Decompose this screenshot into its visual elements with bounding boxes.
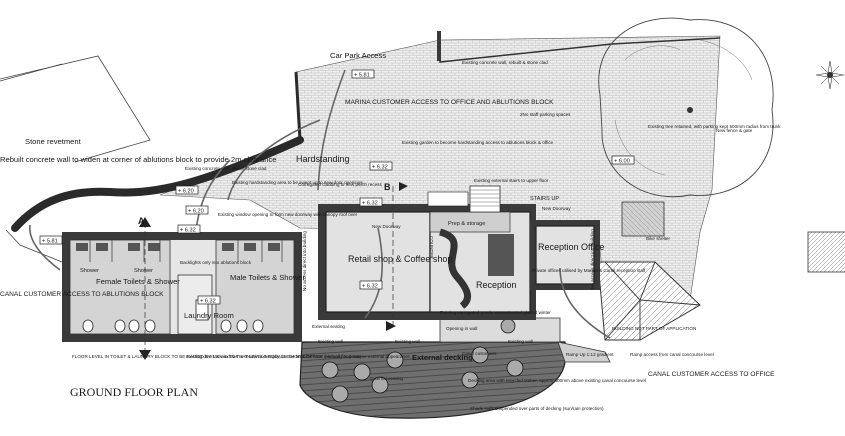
new-doorway-label: New Doorway: [542, 206, 571, 211]
ramp-access-label: Ramp access from canal concourse level: [630, 352, 714, 357]
stone-revetment-label: Stone revetment: [25, 137, 82, 146]
existing-doors-note: Existing doors & windows to remain exter…: [186, 354, 410, 359]
adjacent-building: [807, 231, 845, 273]
section-b-top: B: [384, 182, 391, 192]
external-decking: [299, 341, 566, 419]
existing-wall-label: Existing wall: [508, 339, 533, 344]
left-wall-note: Existing concrete wall, rebuilt stone cl…: [185, 166, 267, 171]
room-label-shower: Shower: [80, 268, 99, 274]
room-label-reception: Reception: [476, 280, 517, 290]
tree-note: Existing tree retained, with parking kep…: [648, 124, 781, 129]
hardstanding-label: Hardstanding: [296, 154, 350, 164]
parking-note: 2No staff parking spaces: [520, 112, 571, 117]
tree-outline: [598, 17, 774, 198]
level-text: + 6.32: [200, 299, 216, 305]
counter-label: COUNTER: [429, 236, 434, 259]
external-stairs: [469, 185, 501, 213]
building-not-part-label: BUILDING NOT PART OF APPLICATION: [612, 326, 696, 331]
corrugated-porch-note: Existing corrugated porch, reconstructed…: [440, 310, 551, 315]
external-decking-label: External decking: [412, 353, 473, 362]
level-text: + 6.32: [362, 201, 378, 207]
level-text: + 6.32: [180, 228, 196, 234]
room-label-reception-office: Reception Office: [538, 242, 604, 252]
plan-title: GROUND FLOOR PLAN: [70, 385, 198, 399]
level-text: + 6.32: [372, 165, 388, 171]
top-wall-note: Existing concrete wall, rebuilt & stone …: [462, 60, 548, 65]
no-access-left: No access direct into building: [302, 231, 307, 291]
no-access-right: No access direct into building: [590, 229, 595, 289]
room-label-shower: Shower: [134, 268, 153, 274]
decking-tables: [321, 318, 524, 403]
new-doorway-label: New Doorway: [372, 224, 401, 229]
floor-level-note: FLOOR LEVEL IN TOILET & LAUNDRY BLOCK TO…: [72, 354, 362, 359]
external-seating-label: External seating: [312, 324, 345, 329]
corrugated-note: Corrugated cladding to new porch recess: [298, 182, 382, 187]
canal-access-ablutions-label: CANAL CUSTOMER ACCESS TO ABLUTIONS BLOCK: [0, 291, 164, 298]
stairs-up-label: STAIRS UP: [530, 196, 559, 202]
level-text: + 6.20: [178, 189, 194, 195]
hardstanding-note: Existing hardstanding area to be swept u…: [232, 180, 363, 185]
room-label-laundry: Laundry Room: [184, 311, 234, 320]
level-text: + 6.20: [188, 209, 204, 215]
external-seating-label: External seating: [370, 376, 403, 381]
room-label-retail: Retail shop & Coffee shop: [348, 254, 452, 264]
roof-plan: [597, 261, 701, 341]
private-offices-note: Private offices utilised by Marina & Can…: [532, 268, 646, 273]
marina-access-label: MARINA CUSTOMER ACCESS TO OFFICE AND ABL…: [345, 99, 554, 106]
rebuilt-wall-label: Rebuilt concrete wall to widen at corner…: [0, 155, 276, 164]
level-text: + 6.00: [614, 159, 630, 165]
existing-wall-label: Existing wall: [318, 339, 343, 344]
room-label-male: Male Toilets & Shower: [230, 273, 305, 282]
canal-access-office-label: CANAL CUSTOMER ACCESS TO OFFICE: [648, 371, 775, 378]
ablutions-block: [62, 232, 302, 342]
canal-customers-label: Canal customers: [462, 351, 497, 356]
opening-wall-note: Opening in wall: [446, 326, 477, 331]
bike-shelter: [621, 201, 665, 237]
level-text: + 6.32: [362, 284, 378, 290]
existing-wall-label: Existing wall: [395, 339, 420, 344]
main-building: [318, 185, 600, 320]
bike-shelter-label: Bike shelter: [646, 236, 670, 241]
shade-sails-note: Shade sails suspended over parts of deck…: [470, 406, 604, 411]
north-arrow-icon: [815, 60, 845, 90]
external-stairs-note: Existing external stairs to upper floor: [474, 178, 549, 183]
room-label-prep: Prep & storage: [448, 221, 485, 227]
garden-note: Existing garden to become hardstanding a…: [402, 140, 554, 145]
access-arrows: [29, 69, 611, 339]
ramp-up-label: Ramp Up 1:12 gradient: [566, 352, 614, 357]
level-text: + 5.81: [42, 239, 58, 245]
car-park-label: Car Park Access: [330, 51, 386, 60]
backlights-note: Backlights only into ablutions block: [180, 260, 252, 265]
section-lines: [144, 186, 394, 355]
level-text: + 5.81: [354, 73, 370, 79]
fence-gate-note: New fence & gate: [716, 128, 753, 133]
decking-note: Decking area with recycled timber, appro…: [468, 378, 646, 383]
section-a-top: A: [138, 216, 145, 226]
level-markers: [39, 69, 635, 305]
room-label-female: Female Toilets & Shower: [96, 277, 180, 286]
window-note: Existing window opening to form new door…: [218, 212, 358, 217]
concrete-wall: [11, 136, 304, 232]
